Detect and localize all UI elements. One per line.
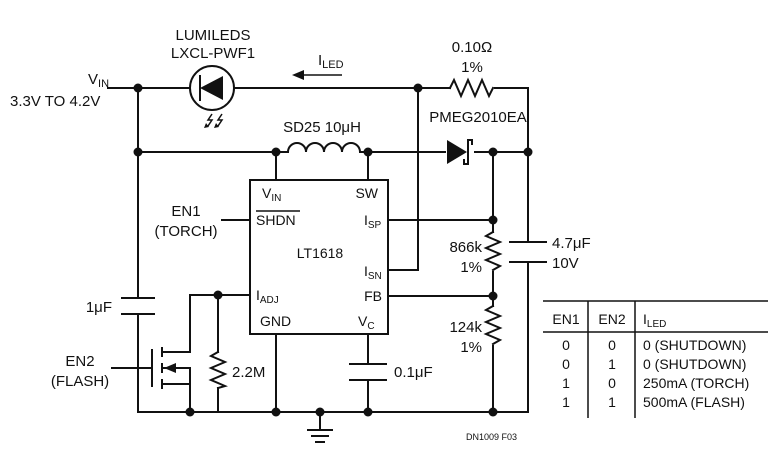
input-capacitor: [121, 297, 155, 315]
vc-cap-label: 0.1μF: [394, 364, 433, 381]
sense-resistor-tolerance: 1%: [461, 59, 483, 76]
en2-label-line2: (FLASH): [51, 373, 109, 390]
ic-pin-isn: ISN: [364, 263, 382, 282]
ic-pin-fb: FB: [364, 288, 382, 304]
nmos-fet: [151, 347, 191, 389]
table-row-3-en1: 1: [562, 375, 570, 391]
table-row-3-iled: 250mA (TORCH): [643, 375, 749, 391]
r-bottom-tolerance: 1%: [460, 339, 482, 356]
table-row-2-en2: 1: [608, 356, 616, 372]
ic-pin-vin: VIN: [262, 185, 281, 204]
table-row-4-en1: 1: [562, 394, 570, 410]
figure-id: DN1009 F03: [466, 432, 517, 442]
table-header-en1: EN1: [552, 311, 579, 327]
output-cap-value: 4.7μF: [552, 235, 591, 252]
output-capacitor: [509, 241, 547, 263]
r-top-value: 866k: [449, 239, 482, 256]
junctions: [133, 83, 533, 417]
ic-pin-gnd: GND: [260, 313, 291, 329]
iled-label: ILED: [318, 52, 344, 71]
inductor: [286, 142, 362, 154]
input-cap-label: 1μF: [86, 299, 112, 316]
ic-body: [249, 179, 389, 335]
ic-pin-vc: VC: [358, 313, 375, 332]
ic-pin-shdn: SHDN: [256, 212, 296, 228]
sense-resistor: [448, 77, 495, 99]
en1-label-line2: (TORCH): [154, 223, 217, 240]
diode-label: PMEG2010EA: [429, 109, 527, 126]
iled-arrow: [292, 70, 342, 80]
r-top-tolerance: 1%: [460, 259, 482, 276]
ic-pin-sw: SW: [355, 185, 378, 201]
table-row-4-en2: 1: [608, 394, 616, 410]
en1-label-line1: EN1: [171, 203, 200, 220]
output-cap-voltage: 10V: [552, 255, 579, 272]
sense-resistor-value: 0.10Ω: [452, 39, 492, 56]
led-label-line1: LUMILEDS: [175, 27, 250, 44]
led-label-line2: LXCL-PWF1: [171, 45, 255, 62]
vin-label: VIN: [88, 71, 109, 90]
gate-resistor: [208, 350, 228, 390]
ic-pin-iadj: IADJ: [256, 287, 279, 306]
truth-table: [543, 300, 768, 418]
r-bottom: [483, 304, 503, 346]
schottky-diode: [447, 139, 473, 165]
table-row-4-iled: 500mA (FLASH): [643, 394, 745, 410]
table-row-1-en1: 0: [562, 337, 570, 353]
wires: [107, 87, 529, 431]
gate-resistor-label: 2.2M: [232, 364, 265, 381]
inductor-label: SD25 10μH: [283, 119, 361, 136]
ic-pin-isp: ISP: [364, 212, 382, 231]
vc-capacitor: [349, 363, 387, 381]
table-row-2-en1: 0: [562, 356, 570, 372]
table-header-en2: EN2: [598, 311, 625, 327]
table-row-1-iled: 0 (SHUTDOWN): [643, 337, 746, 353]
ic-name: LT1618: [297, 245, 344, 261]
r-top: [483, 230, 503, 272]
table-header-iled: ILED: [643, 311, 666, 330]
table-row-2-iled: 0 (SHUTDOWN): [643, 356, 746, 372]
table-row-1-en2: 0: [608, 337, 616, 353]
led-symbol: [189, 65, 235, 128]
vin-range: 3.3V TO 4.2V: [10, 93, 100, 110]
en2-label-line1: EN2: [65, 353, 94, 370]
ground-symbol: [307, 429, 333, 443]
r-bottom-value: 124k: [449, 319, 482, 336]
table-row-3-en2: 0: [608, 375, 616, 391]
